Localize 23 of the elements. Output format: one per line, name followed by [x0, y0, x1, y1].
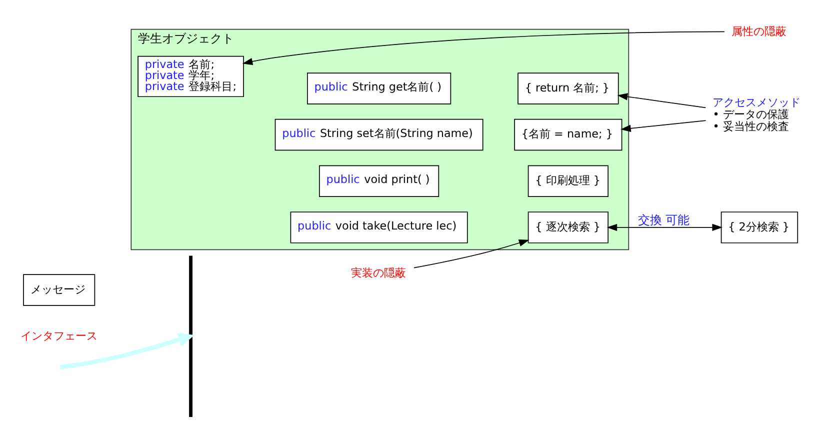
node-box: { 逐次検索 } [528, 211, 608, 243]
node-box: public void take(Lecture lec) [290, 211, 468, 243]
label: インタフェース [20, 328, 98, 342]
node-box: public String set名前(String name) [274, 118, 484, 150]
node-box: private 名前; private 学年; private 登録科目; [138, 55, 244, 97]
arrow [60, 332, 194, 369]
node-box: {名前 = name; } [514, 118, 622, 150]
edge-label: 交換 可能 [638, 212, 690, 227]
arrow [242, 30, 725, 65]
node-box: { return 名前; } [518, 72, 619, 104]
node-box: { 2分検索 } [720, 211, 798, 243]
arrow [620, 120, 706, 132]
node-text: 実装の隠蔽 [351, 266, 406, 280]
node-box: メッセージ [23, 274, 96, 306]
node-text: アクセスメソッド • データの保護 • 妥当性の検査 [712, 95, 801, 132]
node-text: 属性の隠蔽 [732, 24, 787, 38]
arrow [414, 238, 530, 268]
node-brace [189, 255, 192, 416]
arrow [617, 92, 706, 108]
node-box: public String get名前( ) [307, 72, 452, 104]
node-box: public void print( ) [319, 164, 440, 196]
arrow [606, 223, 723, 231]
node-box: { 印刷処理 } [528, 164, 608, 196]
